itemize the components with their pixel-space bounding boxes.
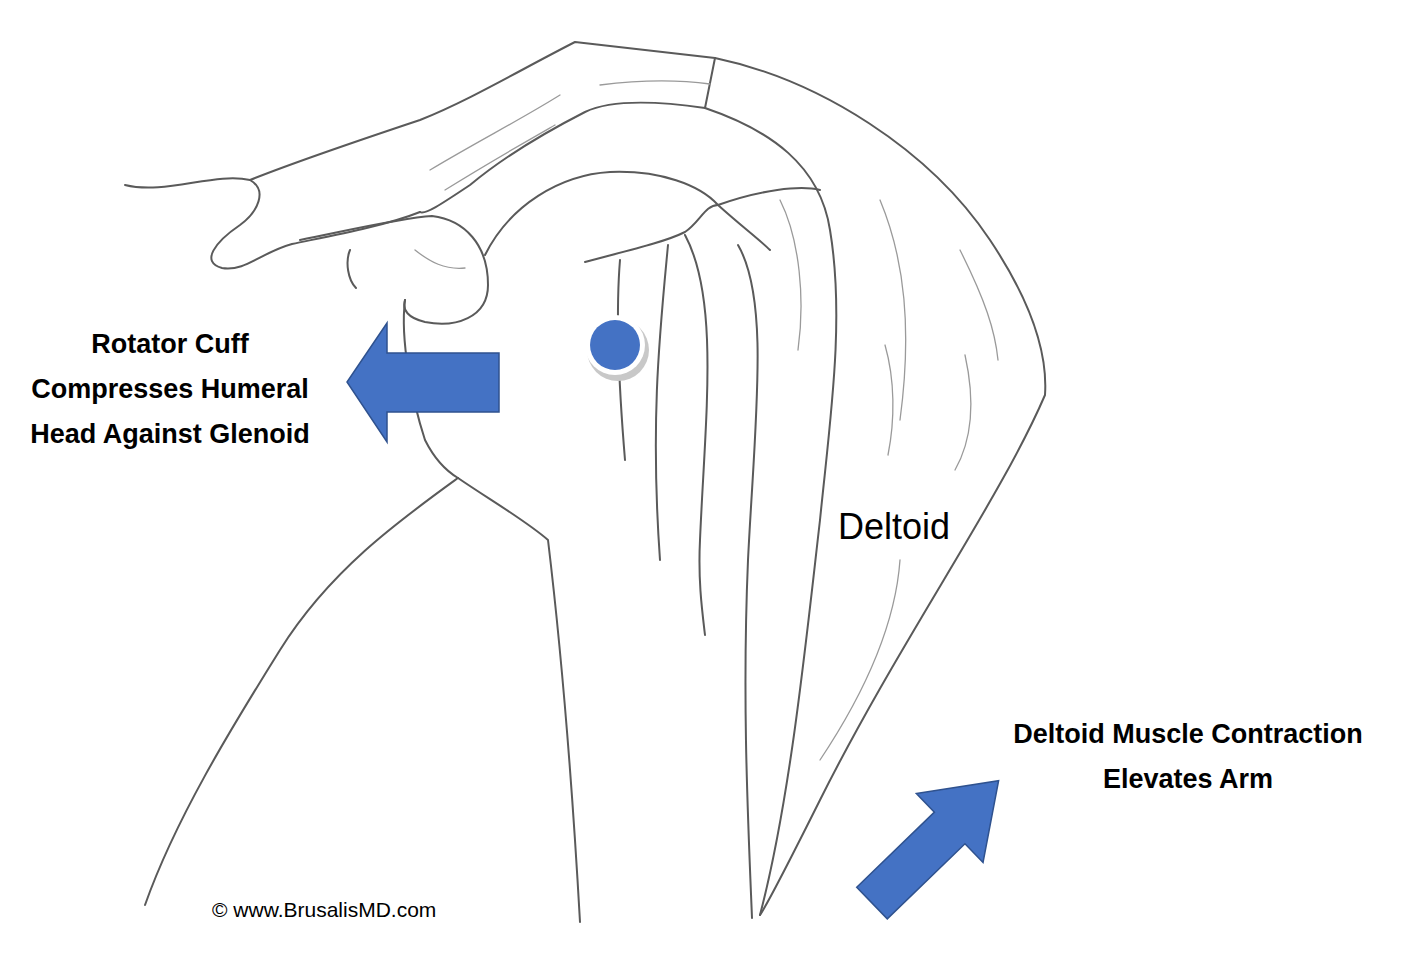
- callout-text: Rotator Cuff Compresses Humeral Head Aga…: [14, 322, 326, 457]
- deltoid-fiber: [820, 560, 900, 760]
- humeral-head: [485, 172, 770, 255]
- muscle-label: Deltoid: [838, 505, 988, 549]
- humerus-line: [656, 245, 668, 560]
- compression-arrow: [347, 323, 499, 442]
- coracoid-process: [300, 216, 488, 324]
- bone-outlines: [125, 42, 770, 922]
- deltoid-line: [718, 188, 820, 205]
- center-ring: [585, 315, 645, 375]
- acromion-texture: [430, 95, 560, 170]
- deltoid-inner-edge: [705, 108, 836, 915]
- humerus-shaft-medial: [458, 478, 580, 922]
- humerus-shaft-lateral: [738, 245, 758, 918]
- force-arrows: [347, 323, 1032, 938]
- deltoid-fiber: [955, 355, 971, 470]
- acromion-texture: [600, 81, 710, 85]
- elevation-arrow: [839, 746, 1032, 937]
- rotation-center-dot: [590, 320, 640, 370]
- deltoid-fiber: [960, 250, 998, 360]
- greater-tuberosity: [585, 205, 718, 262]
- acromion-texture: [445, 125, 555, 190]
- coracoid-edge: [348, 250, 356, 288]
- acromion-outline: [250, 42, 715, 213]
- callout-text: Deltoid Muscle Contraction Elevates Arm: [988, 712, 1388, 802]
- deltoid-fiber: [885, 345, 893, 455]
- coracoid-texture: [415, 250, 465, 268]
- scapula-border: [145, 478, 458, 905]
- clavicle-outline: [125, 178, 420, 268]
- deltoid-fiber: [780, 200, 801, 350]
- humerus-line: [685, 235, 708, 635]
- rotation-center: [585, 315, 649, 381]
- copyright-note: © www.BrusalisMD.com: [212, 897, 532, 923]
